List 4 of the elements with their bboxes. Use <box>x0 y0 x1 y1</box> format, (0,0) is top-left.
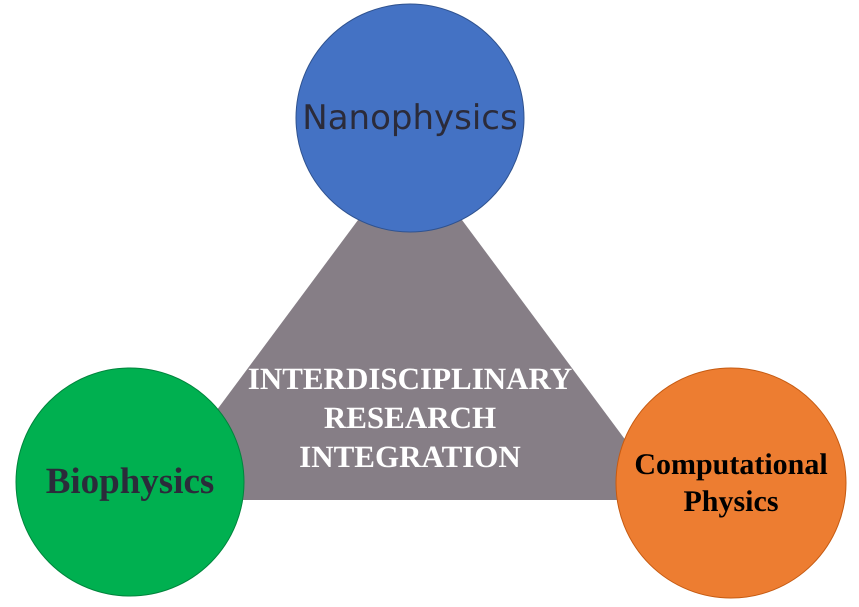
node-label: Nanophysics <box>302 96 518 140</box>
node-label: INTERDISCIPLINARY RESEARCH INTEGRATION <box>246 360 574 476</box>
node-label: Biophysics <box>46 460 214 504</box>
node-label: Computational Physics <box>633 446 829 520</box>
